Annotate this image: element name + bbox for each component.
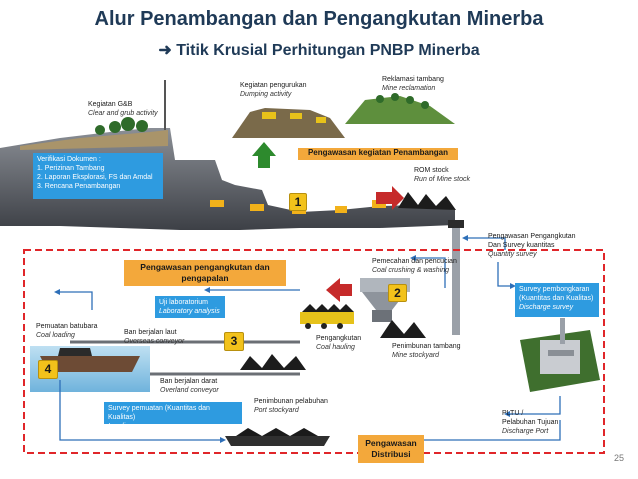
label-pemecahan-id: Pemecahan dan pencucian bbox=[372, 258, 457, 265]
label-pemuatan-en: Coal loading bbox=[36, 331, 75, 339]
label-rom-stock: ROM stock Run of Mine stock bbox=[414, 167, 470, 185]
dumping-trucks bbox=[262, 112, 326, 123]
reclamation-hill bbox=[345, 96, 455, 124]
pengawasan-distribusi-line1: Pengawasan bbox=[365, 438, 417, 448]
red-arrow-right bbox=[376, 186, 404, 210]
label-pemuatan: Pemuatan batubara Coal loading bbox=[36, 323, 98, 341]
pengawasan-pengangkutan-line2: pengapalan bbox=[181, 273, 229, 284]
label-ban-berjalan-darat-en: Overland conveyor bbox=[160, 386, 219, 394]
coal-trucks bbox=[300, 304, 354, 329]
dashed-boundary bbox=[23, 249, 605, 454]
survey-pembongkaran-box: Survey pembongkaran (Kuantitas dan Kuali… bbox=[515, 283, 599, 317]
loading-ship bbox=[40, 356, 140, 372]
label-ban-berjalan-darat: Ban berjalan darat Overland conveyor bbox=[160, 378, 219, 396]
uji-lab-en: Laboratory analysis bbox=[159, 308, 220, 316]
label-pltu: PLTU / Pelabuhan Tujuan Discharge Port bbox=[502, 410, 558, 436]
label-pengangkutan-id: Pengangkutan bbox=[316, 335, 362, 342]
label-rom-stock-en: Run of Mine stock bbox=[414, 175, 471, 183]
label-pemecahan-en: Coal crushing & washing bbox=[372, 266, 450, 274]
green-up-arrow bbox=[252, 142, 276, 168]
label-ban-berjalan-darat-id: Ban berjalan darat bbox=[160, 378, 218, 385]
label-pltu-id2: Pelabuhan Tujuan bbox=[502, 418, 559, 426]
uji-lab-box: Uji laboratorium Laboratory analysis bbox=[155, 296, 225, 318]
rom-stock-pile bbox=[398, 192, 456, 210]
label-kegiatan-pengurukan-en: Dumping activity bbox=[240, 90, 292, 98]
verifikasi-item: 1. Perizinan Tambang bbox=[37, 165, 105, 173]
label-pps-id1: Pengawasan Pengangkutan bbox=[488, 233, 576, 240]
label-kegiatan-gb-id: Kegiatan G&B bbox=[88, 101, 133, 108]
label-pengangkutan: Pengangkutan Coal hauling bbox=[316, 335, 361, 353]
pengawasan-pengangkutan-box: Pengawasan pengangkutan dan pengapalan bbox=[124, 260, 286, 286]
label-pengangkutan-en: Coal hauling bbox=[316, 343, 355, 351]
label-reklamasi-en: Mine reclamation bbox=[382, 84, 436, 92]
uji-lab-id: Uji laboratorium bbox=[159, 299, 209, 306]
page-subtitle: ➜ Titik Krusial Perhitungan PNBP Minerba bbox=[0, 40, 638, 60]
label-pemecahan: Pemecahan dan pencucian Coal crushing & … bbox=[372, 258, 457, 276]
label-ban-berjalan-laut-id: Ban berjalan laut bbox=[124, 329, 177, 336]
label-penimbunan-tambang-en: Mine stockyard bbox=[392, 351, 440, 359]
subtitle-text: Titik Krusial Perhitungan PNBP Minerba bbox=[176, 42, 480, 59]
mine-pit-top bbox=[20, 130, 168, 150]
label-penimbunan-pelabuhan: Penimbunan pelabuhan Port stockyard bbox=[254, 398, 328, 416]
verifikasi-item: 2. Laporan Eksplorasi, FS dan Amdal bbox=[37, 174, 153, 182]
verifikasi-dokumen-box: Verifikasi Dokumen : 1. Perizinan Tamban… bbox=[33, 153, 163, 199]
label-kegiatan-gb: Kegiatan G&B Clear and grub activity bbox=[88, 101, 158, 119]
label-ban-berjalan-laut: Ban berjalan laut Overseas conveyor bbox=[124, 329, 184, 347]
verifikasi-item: 3. Rencana Penambangan bbox=[37, 183, 121, 191]
trees bbox=[95, 117, 148, 135]
survey-pembongkaran-id1: Survey pembongkaran bbox=[519, 286, 590, 293]
arrow-right-icon: ➜ bbox=[158, 42, 177, 59]
flow-arrows bbox=[59, 237, 561, 441]
label-reklamasi-id: Reklamasi tambang bbox=[382, 76, 444, 83]
verifikasi-heading: Verifikasi Dokumen : bbox=[37, 156, 101, 163]
pengawasan-distribusi-line2: Distribusi bbox=[371, 449, 411, 460]
label-penimbunan-pelabuhan-id: Penimbunan pelabuhan bbox=[254, 398, 328, 405]
badge-1: 1 bbox=[289, 193, 307, 211]
pengawasan-kegiatan-box: Pengawasan kegiatan Penambangan bbox=[298, 148, 458, 160]
label-penimbunan-tambang-id: Penimbunan tambang bbox=[392, 343, 461, 350]
barge bbox=[225, 436, 330, 446]
label-kegiatan-gb-en: Clear and grub activity bbox=[88, 109, 158, 117]
pltu-plant bbox=[520, 318, 600, 392]
label-reklamasi: Reklamasi tambang Mine reclamation bbox=[382, 76, 444, 94]
survey-pembongkaran-id2: (Kuantitas dan Kualitas) bbox=[519, 295, 594, 303]
survey-pemuatan-box: Survey pemuatan (Kuantitas dan Kualitas)… bbox=[104, 402, 242, 430]
page-title: Alur Penambangan dan Pengangkutan Minerb… bbox=[94, 8, 544, 30]
label-penimbunan-pelabuhan-en: Port stockyard bbox=[254, 406, 299, 414]
label-rom-stock-id: ROM stock bbox=[414, 167, 449, 174]
label-pltu-en: Discharge Port bbox=[502, 427, 549, 435]
badge-4: 4 bbox=[38, 360, 58, 379]
pengawasan-pengangkutan-line1: Pengawasan pengangkutan dan bbox=[140, 262, 270, 272]
page-number: 25 bbox=[613, 453, 624, 463]
label-pps-id2: Dan Survey kuantitas bbox=[488, 241, 555, 249]
red-arrow-left bbox=[326, 278, 352, 302]
survey-pemuatan-en: Loading survey bbox=[108, 423, 156, 431]
mine-stockyard-pile bbox=[380, 320, 426, 338]
survey-pemuatan-id: Survey pemuatan (Kuantitas dan Kualitas) bbox=[108, 405, 210, 422]
label-pemuatan-id: Pemuatan batubara bbox=[36, 323, 98, 330]
label-ban-berjalan-laut-en: Overseas conveyor bbox=[124, 337, 185, 345]
label-penimbunan-tambang: Penimbunan tambang Mine stockyard bbox=[392, 343, 461, 361]
label-pltu-id1: PLTU / bbox=[502, 410, 524, 417]
survey-pembongkaran-en: Discharge survey bbox=[519, 304, 574, 312]
port-stockyard-piles bbox=[240, 354, 306, 370]
label-pengawasan-pengangkutan-survey: Pengawasan Pengangkutan Dan Survey kuant… bbox=[488, 233, 576, 259]
label-kegiatan-pengurukan: Kegiatan pengurukan Dumping activity bbox=[240, 82, 307, 100]
label-kegiatan-pengurukan-id: Kegiatan pengurukan bbox=[240, 82, 307, 89]
label-pps-en: Quantity survey bbox=[488, 250, 537, 258]
badge-2: 2 bbox=[388, 284, 407, 302]
badge-3: 3 bbox=[224, 332, 244, 351]
dumping-mound bbox=[232, 108, 345, 138]
pengawasan-distribusi-box: Pengawasan Distribusi bbox=[358, 435, 424, 463]
